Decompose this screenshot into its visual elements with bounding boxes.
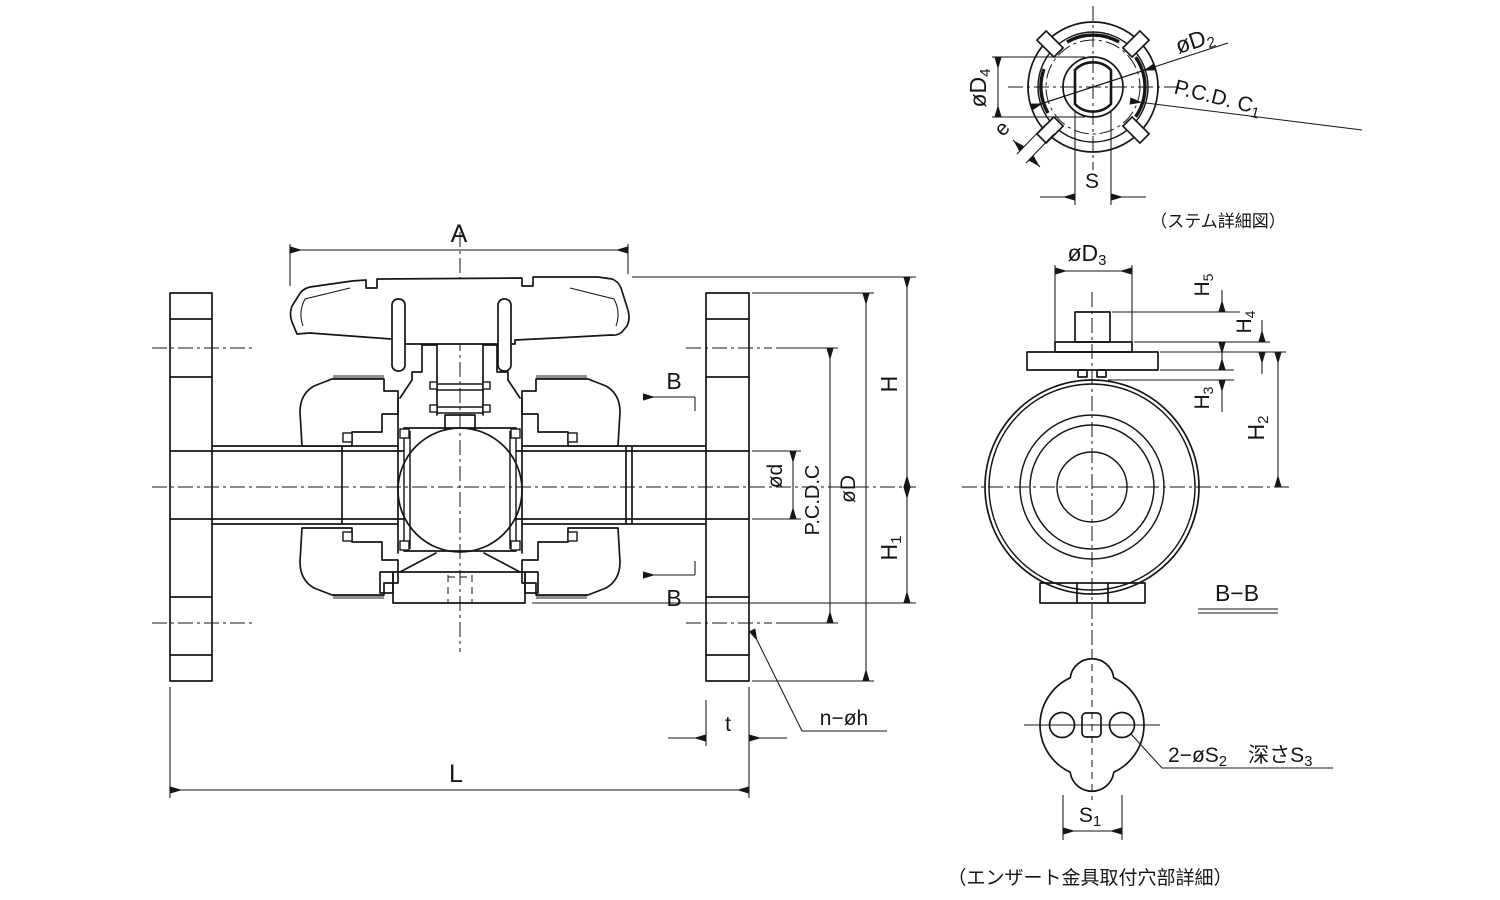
dim-label-h3: H3	[1191, 386, 1216, 409]
right-flange	[705, 292, 750, 682]
dim-label-t: t	[725, 713, 731, 736]
section-bb-view: øD3 H5 H4 H3 H2 B−B	[962, 240, 1292, 652]
dim-label-d2: øD2	[1172, 22, 1218, 62]
handle-wing	[289, 276, 630, 345]
mounting-foot	[392, 571, 526, 604]
handle-slot-right	[497, 298, 512, 372]
dim-label-h5: H5	[1191, 273, 1216, 296]
ensat-caption: （エンザート金具取付穴部詳細）	[947, 867, 1232, 889]
stem-detail-view: øD2 øD4 e P.C.D. C1 S （ステム詳細図）	[965, 6, 1363, 231]
handle	[289, 276, 630, 372]
stem-dimensions	[992, 42, 1363, 205]
bb-dimensions	[1054, 265, 1286, 614]
ensat-boss-outline	[1039, 657, 1145, 793]
body-outer-circle	[984, 379, 1200, 595]
dim-label-h2: H2	[1243, 416, 1272, 441]
section-marker-b-bottom: B	[666, 585, 681, 611]
dim-label-d3: øD3	[1067, 240, 1106, 269]
ensat-center-square	[1081, 712, 1102, 738]
section-bb-label: B−B	[1215, 580, 1259, 606]
main-section-view: A L t n−øh B B H H1 øD P.C.D.C ød	[152, 220, 916, 798]
section-marker-b-top: B	[666, 368, 681, 394]
dim-label-s: S	[1085, 170, 1099, 193]
stem-notches	[1036, 30, 1150, 144]
dim-label-pcd-c1: P.C.D. C1	[1171, 76, 1263, 123]
ensat-hole-left	[1048, 711, 1076, 739]
dim-label-A: A	[451, 220, 468, 248]
dim-label-bore: ød	[764, 464, 787, 489]
pipe-ends	[211, 445, 707, 525]
dim-label-flange-od: øD	[837, 475, 860, 503]
stem-square-bore	[1073, 61, 1113, 113]
bb-stem-stack	[1026, 311, 1159, 378]
dim-label-H1: H1	[876, 536, 905, 561]
dim-label-d4: øD4	[965, 68, 994, 107]
handle-slot-left	[391, 298, 406, 372]
dim-label-h4: H4	[1233, 310, 1258, 333]
dim-label-bolt-circle: P.C.D.C	[802, 465, 824, 536]
dim-label-e: e	[990, 117, 1015, 141]
dim-label-L: L	[449, 760, 463, 788]
centerlines	[152, 232, 916, 652]
main-dimensions	[169, 244, 916, 798]
ensat-hole-right	[1108, 711, 1136, 739]
stem-detail-caption: （ステム詳細図）	[1150, 212, 1286, 231]
left-flange	[169, 292, 213, 682]
ensat-dimensions	[1062, 733, 1333, 840]
dim-label-s1: S1	[1079, 804, 1101, 830]
dim-label-n-holes: n−øh	[820, 707, 868, 730]
bb-foot	[1039, 582, 1146, 604]
dim-label-H: H	[876, 376, 902, 393]
ensat-holes-label: 2−øS2 深さS3	[1168, 744, 1312, 770]
ensat-detail-view: 2−øS2 深さS3 S1 （エンザート金具取付穴部詳細）	[947, 652, 1333, 889]
union-nuts	[299, 375, 621, 599]
